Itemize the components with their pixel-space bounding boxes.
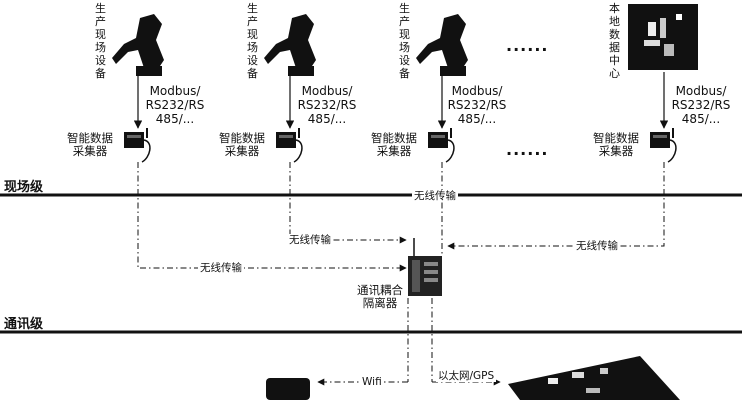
wireless-label: 无线传输 [198, 262, 244, 274]
collector-label: 智能数据采集器 [371, 131, 417, 158]
control-panel-icon [508, 356, 680, 400]
wireless-label: 无线传输 [574, 240, 620, 252]
wireless-route [448, 162, 665, 247]
device-label: 生产现场设备 [247, 2, 258, 80]
data-center-icon [628, 4, 698, 70]
comm-level-label: 通讯级 [4, 317, 44, 332]
wireless-route [137, 162, 405, 269]
isolator-label: 通讯耦合隔离器 [357, 283, 403, 310]
wireless-route [289, 162, 405, 241]
wifi-label: Wifi [360, 376, 384, 388]
robot-arm-icon [264, 14, 316, 76]
isolator-icon [408, 238, 442, 296]
field-level-label: 现场级 [4, 180, 44, 195]
robot-arm-icon [416, 14, 468, 76]
collector-label: 智能数据采集器 [593, 131, 639, 158]
collector-label: 智能数据采集器 [67, 131, 113, 158]
collector-icon [650, 128, 677, 163]
collector-label: 智能数据采集器 [219, 131, 265, 158]
robot-arm-icon [112, 14, 164, 76]
device-label: 生产现场设备 [399, 2, 410, 80]
wireless-label: 无线传输 [412, 190, 458, 202]
wireless-label: 无线传输 [287, 234, 333, 246]
device-label: 生产现场设备 [95, 2, 106, 80]
collector-icon [276, 128, 303, 163]
ethernet-label: 以太网/GPS [436, 370, 497, 382]
collector-icon [428, 128, 455, 163]
monitor-icon [266, 378, 310, 400]
device-label: 本地数据中心 [609, 2, 620, 80]
collector-icon [124, 128, 151, 163]
ellipsis-top: ...... [506, 36, 549, 55]
ellipsis-mid: ...... [506, 140, 549, 159]
